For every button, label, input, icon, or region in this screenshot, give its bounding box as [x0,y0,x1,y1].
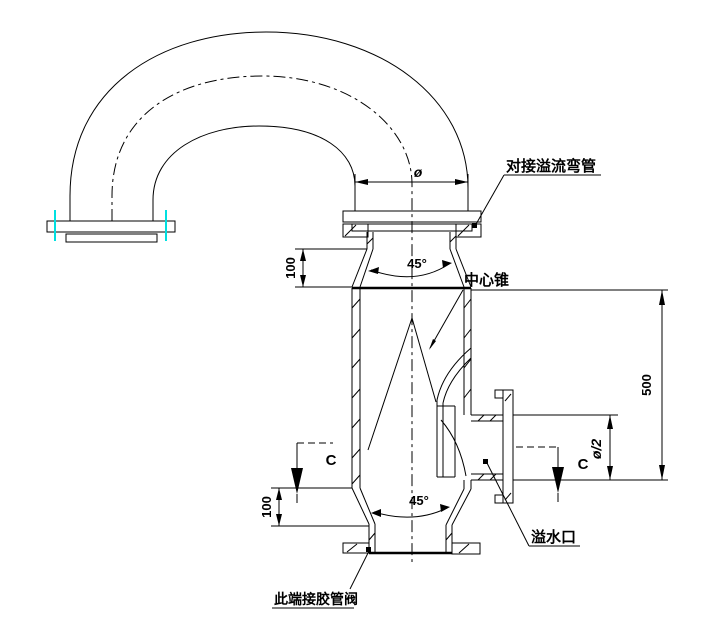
callout-text-outlet: 溢水口 [531,528,576,546]
angle-arc [374,508,447,517]
flange-notch [456,224,481,237]
branch-flange [503,390,513,503]
deflector-vanes [437,348,471,477]
arrowhead [440,504,450,512]
branch-flange-lip [495,390,503,398]
arrowhead [300,275,306,287]
arrowhead [607,466,613,480]
arrowhead [659,290,665,305]
leader-dot [472,223,477,228]
bottom-flange-tab [452,543,480,554]
angle-arc [371,264,449,277]
arrowhead [368,267,379,274]
top-flange-plate [343,211,481,222]
overflow-branch [471,390,513,503]
section-arrow-icon [291,468,303,494]
leader-dot [483,459,488,464]
callout-hose-end: 此端接胶管阀 [272,547,371,608]
dim-text: 500 [639,374,654,396]
callout-center-cone: 中心锥 [429,271,509,350]
dim-text: ø/2 [588,439,604,459]
arrowhead [659,465,665,480]
upper-taper: 45° [352,232,471,288]
callout-elbow: 对接溢流弯管 [472,157,601,228]
flange-notch [343,224,368,237]
arrowhead [607,415,613,429]
elbow-pipe [47,32,468,562]
left-flange-backplate [66,234,157,242]
dim-lower-taper-height: 100 [259,488,369,526]
dim-pipe-diameter: ø [355,164,468,192]
section-label-right: C [578,456,589,473]
section-arrow-icon [552,467,564,493]
dim-upper-taper-height: 100 [283,249,367,287]
dim-body-height: 500 [471,290,668,480]
lower-taper: 45° [352,488,471,525]
section-marker-left: C [291,443,337,503]
arrowhead [442,260,452,268]
callout-text-hose: 此端接胶管阀 [274,591,358,607]
left-flange-plate [47,221,175,232]
callout-overflow-outlet: 溢水口 [483,459,580,546]
wall-hatch [352,299,471,484]
upper-angle-text: 45° [407,256,427,271]
elbow-inner-wall [153,126,355,221]
section-marker-right: C [516,447,589,502]
lower-angle-text: 45° [409,493,429,508]
callout-text-elbow: 对接溢流弯管 [506,157,596,175]
arrowhead [300,249,306,261]
arrowhead [371,509,381,517]
leader-arrowhead [429,339,436,350]
arrowhead [276,488,282,500]
center-cone [368,318,436,450]
section-label-left: C [326,452,337,469]
leader-dot [366,547,371,552]
dim-branch-diameter: ø/2 [513,415,618,480]
dim-text: 100 [283,257,298,279]
centerline [112,76,412,562]
arrowhead [276,514,282,526]
dim-text: 100 [259,496,274,518]
elbow-outer-wall [70,32,468,221]
main-body [352,288,471,489]
branch-flange-lip [495,495,503,503]
dim-diameter-text: ø [414,164,423,180]
arrowhead [355,179,368,185]
arrowhead [455,179,468,185]
callout-text-cone: 中心锥 [464,271,509,289]
